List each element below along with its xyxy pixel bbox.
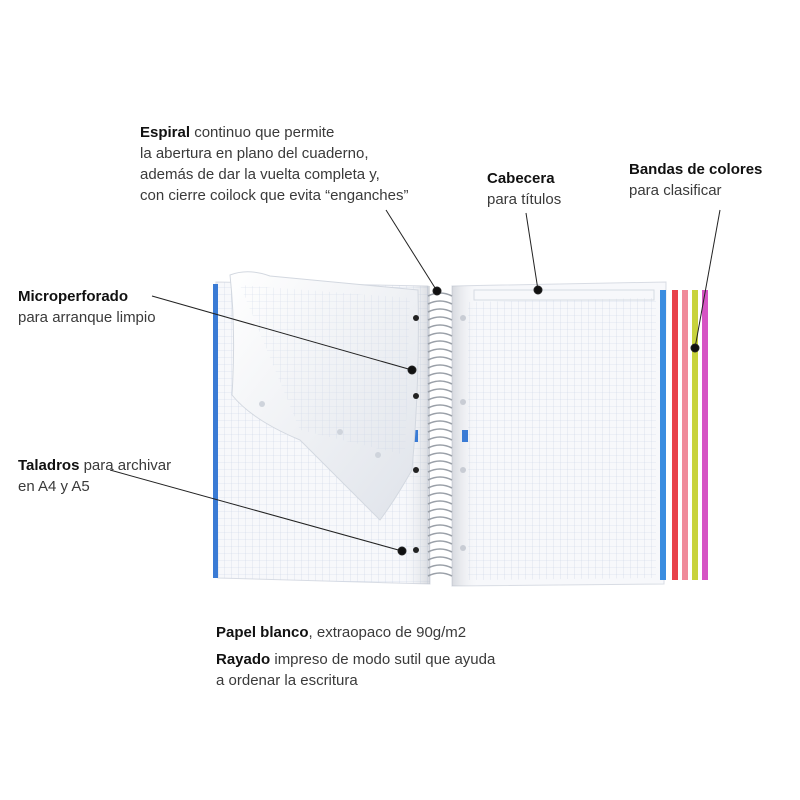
callout-bandas: Bandas de colores para clasificar	[629, 159, 762, 201]
espiral-title: Espiral	[140, 124, 191, 141]
espiral-line3: además de dar la vuelta completa y,	[140, 166, 380, 183]
papel-title: Papel blanco	[216, 624, 309, 641]
rayado-title: Rayado	[216, 651, 271, 668]
band-blue	[660, 290, 666, 580]
rayado-line1: impreso de modo sutil que ayuda	[270, 651, 496, 668]
espiral-line2: la abertura en plano del cuaderno,	[140, 145, 369, 162]
left-holes	[413, 315, 419, 553]
callout-rayado: Rayado impreso de modo sutil que ayuda a…	[216, 649, 495, 691]
curled-page	[229, 271, 419, 521]
band-green	[692, 290, 698, 580]
band-red	[672, 290, 678, 580]
header-box	[473, 289, 655, 301]
left-blue-edge	[213, 284, 218, 578]
callout-cabecera: Cabecera para títulos	[487, 168, 561, 210]
callout-espiral: Espiral continuo que permite la abertura…	[140, 122, 408, 206]
cabecera-title: Cabecera	[487, 170, 555, 187]
marker-taladros	[397, 546, 407, 556]
right-small-label	[462, 430, 468, 442]
band-pink	[682, 290, 688, 580]
band-magenta	[702, 290, 708, 580]
taladros-line2: en A4 y A5	[18, 478, 90, 495]
cabecera-line2: para títulos	[487, 191, 562, 208]
callout-taladros: Taladros para archivar en A4 y A5	[18, 455, 171, 497]
bandas-line2: para clasificar	[629, 182, 722, 199]
callout-microperforado: Microperforado para arranque limpio	[18, 286, 156, 328]
right-page	[451, 281, 667, 587]
marker-spiral	[432, 286, 442, 296]
microperforado-line2: para arranque limpio	[18, 309, 156, 326]
taladros-title: Taladros	[18, 457, 80, 474]
bandas-title: Bandas de colores	[629, 161, 763, 178]
rayado-line2: a ordenar la escritura	[216, 672, 358, 689]
marker-microperforado	[407, 365, 417, 375]
taladros-line1: para archivar	[79, 457, 172, 474]
leader-lines	[109, 209, 721, 556]
espiral-line1: continuo que permite	[190, 124, 335, 141]
callout-papel: Papel blanco, extraopaco de 90g/m2	[216, 622, 466, 643]
spiral-binding	[427, 292, 453, 577]
marker-cabecera	[533, 285, 543, 295]
marker-bandas	[690, 343, 700, 353]
papel-rest: , extraopaco de 90g/m2	[308, 624, 467, 641]
espiral-line4: con cierre coilock que evita “enganches”	[140, 187, 409, 204]
color-bands	[660, 290, 708, 580]
microperforado-title: Microperforado	[18, 288, 129, 305]
